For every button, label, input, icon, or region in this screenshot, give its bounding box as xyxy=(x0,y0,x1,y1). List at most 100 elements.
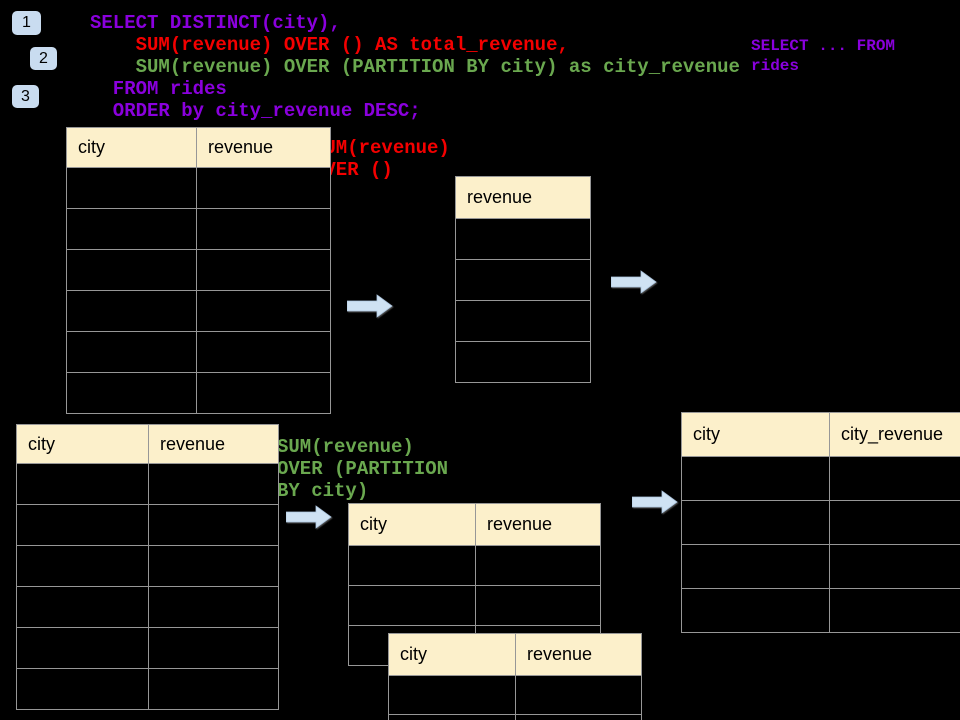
empty-cell xyxy=(348,585,476,626)
empty-cell xyxy=(16,504,149,546)
empty-cell xyxy=(16,627,149,669)
empty-cell xyxy=(66,249,197,291)
table-row xyxy=(681,544,960,589)
empty-cell xyxy=(388,675,516,715)
table-row xyxy=(388,714,642,720)
side-note-line: rides xyxy=(751,57,800,75)
column-header: revenue xyxy=(455,176,591,219)
empty-cell xyxy=(66,290,197,332)
table-row xyxy=(455,218,591,260)
empty-cell xyxy=(515,675,642,715)
empty-cell xyxy=(455,259,591,301)
column-header: city xyxy=(66,127,197,168)
step-badge-1: 1 xyxy=(12,11,41,35)
empty-cell xyxy=(196,331,331,373)
empty-cell xyxy=(681,588,830,633)
step-badge-2: 2 xyxy=(30,47,57,70)
empty-cell xyxy=(66,331,197,373)
table-row xyxy=(348,545,601,586)
sql-line-select: SELECT DISTINCT(city), xyxy=(90,12,341,34)
table-row xyxy=(16,504,279,546)
empty-cell xyxy=(66,208,197,250)
table-row xyxy=(681,456,960,501)
empty-cell xyxy=(455,218,591,260)
column-header: revenue xyxy=(148,424,279,464)
header-row: revenue xyxy=(455,176,591,219)
empty-cell xyxy=(16,668,149,710)
label-partition-line: SUM(revenue) xyxy=(277,436,414,458)
empty-cell xyxy=(16,545,149,587)
empty-cell xyxy=(148,668,279,710)
table-row xyxy=(348,585,601,626)
column-header: revenue xyxy=(475,503,601,546)
empty-cell xyxy=(829,588,960,633)
empty-cell xyxy=(148,545,279,587)
empty-cell xyxy=(348,545,476,586)
empty-cell xyxy=(515,714,642,720)
column-header: city xyxy=(681,412,830,457)
sql-code-block: SELECT DISTINCT(city), SUM(revenue) OVER… xyxy=(90,12,740,122)
table-row xyxy=(16,463,279,505)
arrow-right-icon xyxy=(286,505,332,529)
column-header: city_revenue xyxy=(829,412,960,457)
empty-cell xyxy=(196,249,331,291)
empty-cell xyxy=(681,500,830,545)
label-total-line: OVER () xyxy=(313,159,393,181)
table-row xyxy=(66,331,331,373)
empty-cell xyxy=(66,167,197,209)
side-note-line: SELECT ... FROM xyxy=(751,37,896,55)
table-row xyxy=(455,259,591,301)
empty-cell xyxy=(475,585,601,626)
empty-cell xyxy=(196,290,331,332)
table-row xyxy=(388,675,642,715)
empty-cell xyxy=(148,504,279,546)
table-row xyxy=(66,208,331,250)
arrow-right-icon xyxy=(632,490,678,514)
empty-cell xyxy=(148,627,279,669)
empty-cell xyxy=(196,208,331,250)
sql-line-city-revenue: SUM(revenue) OVER (PARTITION BY city) as… xyxy=(90,56,740,78)
empty-cell xyxy=(16,463,149,505)
empty-cell xyxy=(455,341,591,383)
table-row xyxy=(66,249,331,291)
empty-cell xyxy=(388,714,516,720)
arrow-right-icon xyxy=(611,270,657,294)
table-row xyxy=(681,500,960,545)
empty-cell xyxy=(148,463,279,505)
column-header: city xyxy=(348,503,476,546)
table-row xyxy=(66,167,331,209)
table-row xyxy=(16,545,279,587)
empty-cell xyxy=(148,586,279,628)
side-note: SELECT ... FROM rides xyxy=(751,36,895,76)
label-partition-revenue: SUM(revenue) OVER (PARTITION BY city) xyxy=(277,436,448,502)
empty-cell xyxy=(829,500,960,545)
label-partition-line: BY city) xyxy=(277,480,369,502)
empty-cell xyxy=(16,586,149,628)
empty-cell xyxy=(681,456,830,501)
label-total-line: SUM(revenue) xyxy=(313,137,450,159)
empty-cell xyxy=(196,372,331,414)
column-header: revenue xyxy=(196,127,331,168)
empty-cell xyxy=(196,167,331,209)
empty-cell xyxy=(66,372,197,414)
empty-cell xyxy=(829,456,960,501)
empty-cell xyxy=(829,544,960,589)
step-badge-3: 3 xyxy=(12,85,39,108)
table-row xyxy=(681,588,960,633)
sql-line-total-revenue: SUM(revenue) OVER () AS total_revenue, xyxy=(90,34,569,56)
empty-cell xyxy=(475,545,601,586)
table-row xyxy=(16,586,279,628)
table-row xyxy=(66,372,331,414)
column-header: city xyxy=(388,633,516,676)
table-total-revenue: revenue xyxy=(455,176,591,383)
label-partition-line: OVER (PARTITION xyxy=(277,458,449,480)
empty-cell xyxy=(455,300,591,342)
